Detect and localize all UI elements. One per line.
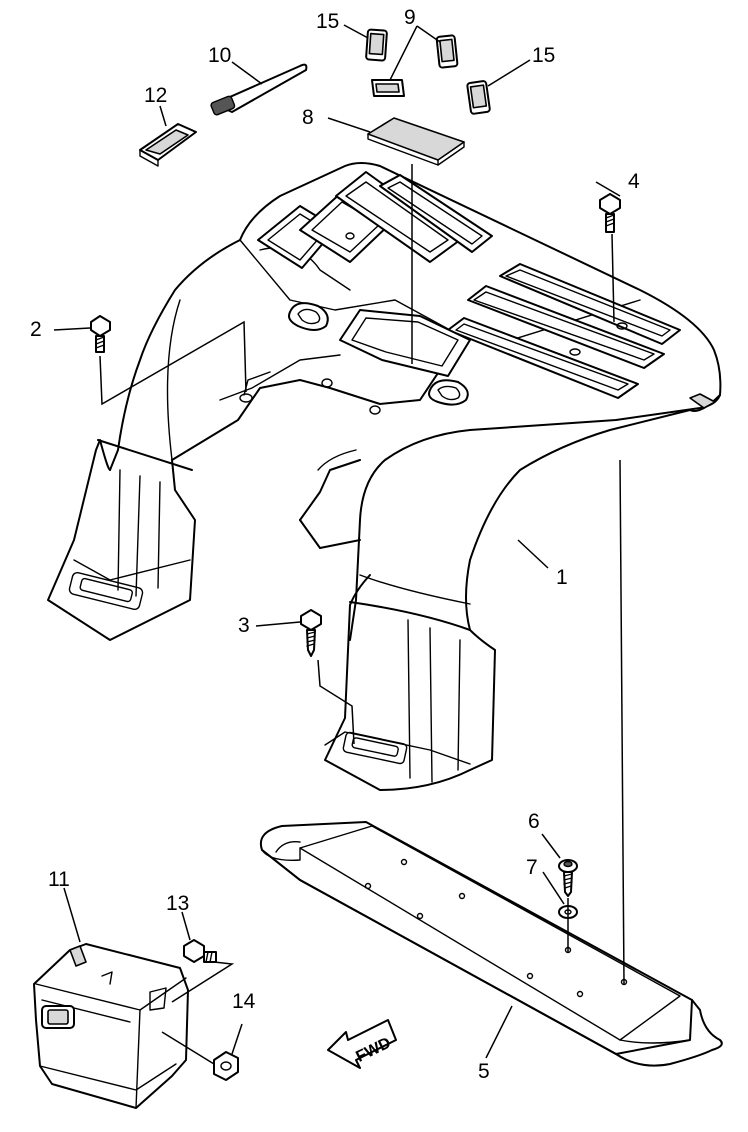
- callout-4: 4: [628, 170, 640, 193]
- callout-10: 10: [208, 44, 231, 67]
- part-5-underbody-plate: [260, 821, 723, 1067]
- part-4-bolt: [599, 193, 621, 233]
- callout-1: 1: [556, 566, 568, 589]
- callout-2: 2: [30, 318, 42, 341]
- part-14-nut: [213, 1051, 239, 1081]
- part-8-plate: [367, 117, 465, 166]
- callout-7: 7: [526, 856, 538, 879]
- callout-5: 5: [478, 1060, 490, 1083]
- part-12-bracket: [139, 123, 197, 167]
- part-2-bolt: [90, 315, 111, 353]
- part-1-rear-fender: [47, 162, 722, 791]
- part-11-toolbox: [33, 943, 189, 1109]
- callout-numbers: 1 2 3 4 5 6 7 8 9 10 11 12 13 14 15 15: [30, 6, 640, 1083]
- callout-15-right: 15: [532, 44, 555, 67]
- part-6-screw: [558, 859, 578, 897]
- fwd-direction-arrow: FWD: [327, 1019, 397, 1069]
- callout-14: 14: [232, 990, 256, 1013]
- alignment-lines: [99, 164, 625, 1065]
- part-10-band: [210, 63, 308, 116]
- callout-8: 8: [302, 106, 314, 129]
- part-15-pad-right: [466, 80, 491, 115]
- part-9-pad-upper: [435, 34, 459, 69]
- callout-6: 6: [528, 810, 540, 833]
- leader-lines: [53, 24, 621, 1059]
- callout-12: 12: [144, 84, 167, 107]
- callout-13: 13: [166, 892, 189, 915]
- part-13-bolt: [183, 939, 217, 963]
- part-15-pad-left: [365, 28, 388, 62]
- callout-15-left: 15: [316, 10, 339, 33]
- callout-3: 3: [238, 614, 250, 637]
- callout-11: 11: [48, 868, 70, 891]
- part-3-bolt: [300, 609, 322, 657]
- callout-9: 9: [404, 6, 416, 29]
- part-9-pad-lower: [371, 79, 405, 97]
